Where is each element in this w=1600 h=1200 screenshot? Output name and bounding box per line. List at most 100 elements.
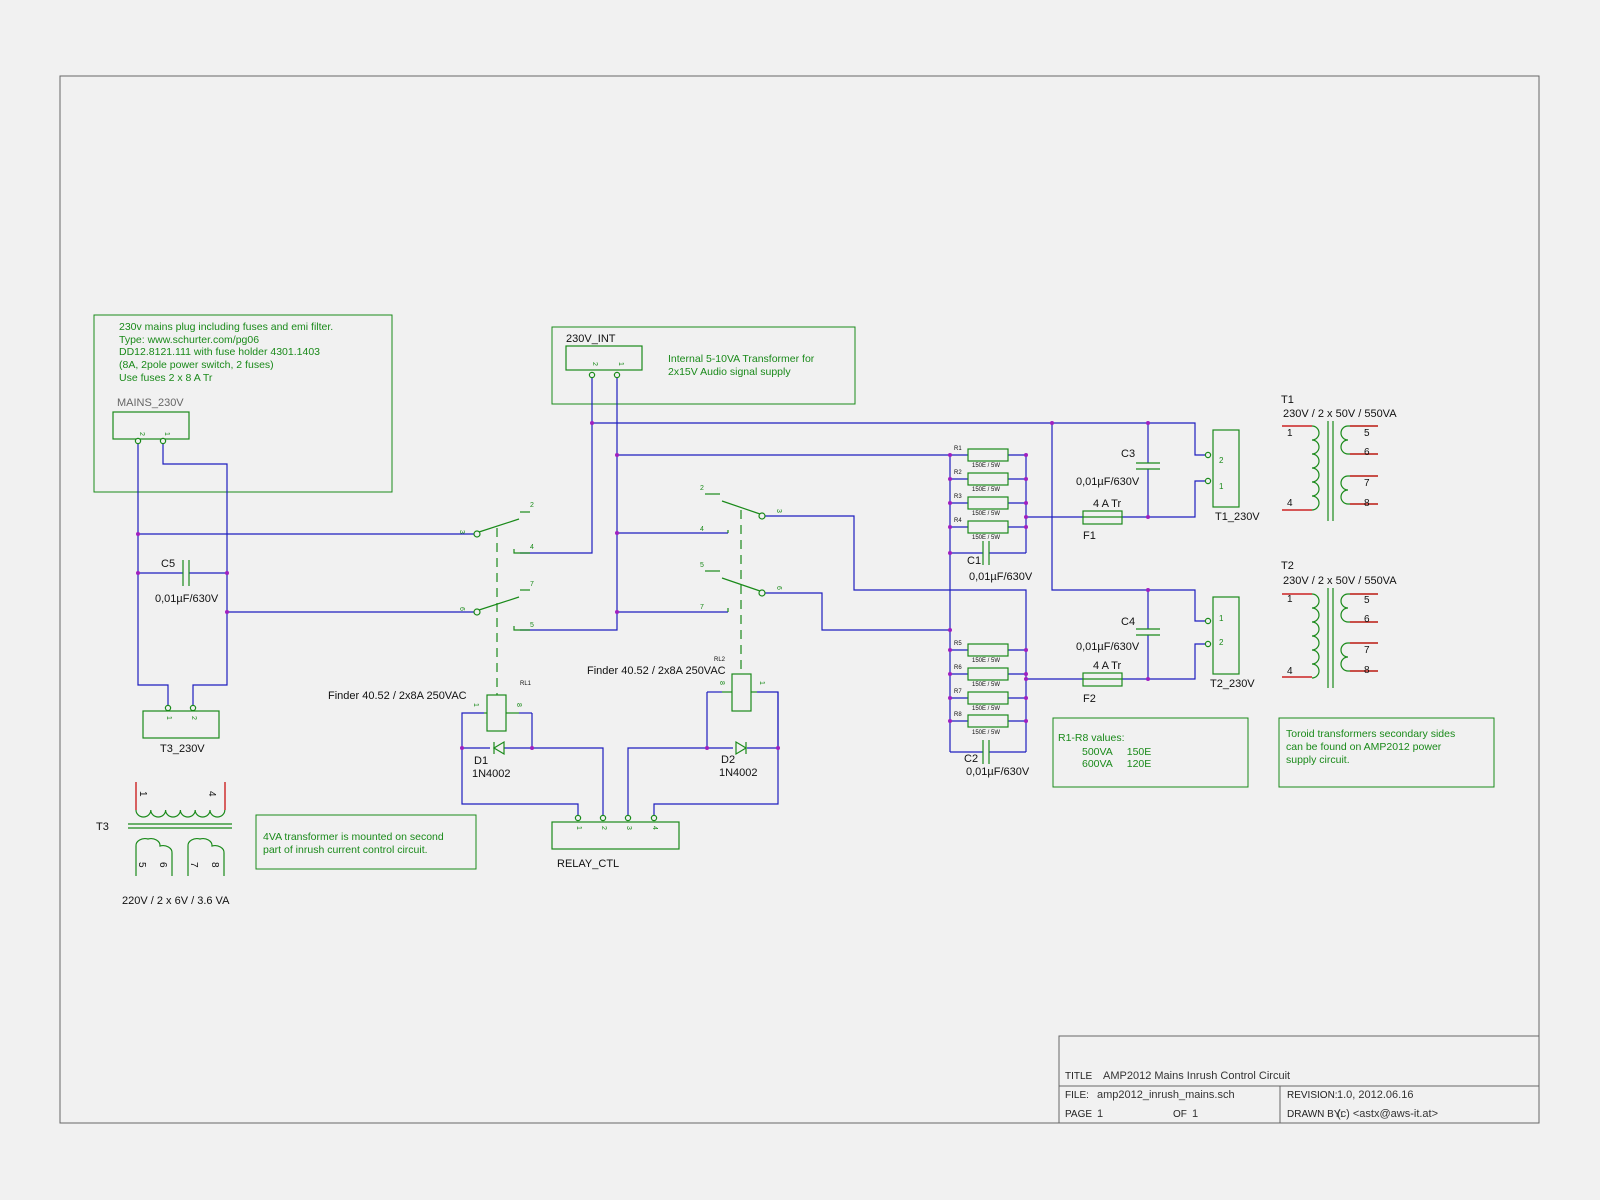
resistor-bank-1: R1 R2 R3 R4 150E / 5W 150E / 5W 150E / 5… — [954, 446, 1033, 583]
transformer-t1: T1 230V / 2 x 50V / 550VA 1 4 5 6 7 8 — [1281, 394, 1397, 521]
r-values-note: R1-R8 values: 500VA 150E 600VA 120E — [1052, 717, 1249, 788]
mains-connector-label: MAINS_230V — [117, 397, 184, 409]
diode-d2: D2 1N4002 — [719, 740, 758, 779]
resistor-r5 — [967, 643, 1009, 657]
c2-value: 0,01µF/630V — [966, 766, 1030, 778]
r8-value: 150E / 5W — [972, 730, 1000, 736]
t1-pin: 6 — [1364, 447, 1370, 458]
of-value: 1 — [1192, 1108, 1198, 1120]
toroid-note: Toroid transformers secondary sides can … — [1278, 717, 1495, 788]
rl1-desc: Finder 40.52 / 2x8A 250VAC — [328, 690, 467, 702]
t2-pin: 4 — [1287, 666, 1293, 677]
t2-conn-pin: 1 — [1219, 614, 1224, 623]
r3-ref: R3 — [954, 494, 962, 500]
rl2-desc: Finder 40.52 / 2x8A 250VAC — [587, 665, 726, 677]
d1-ref: D1 — [474, 755, 488, 767]
c3-ref: C3 — [1121, 448, 1135, 460]
junctions — [136, 421, 1150, 750]
t3-ref: T3 — [96, 821, 109, 833]
r-values-line: 600VA 120E — [1082, 758, 1151, 770]
c4-value: 0,01µF/630V — [1076, 641, 1140, 653]
rl2-pin: 2 — [700, 485, 704, 492]
rl1-pin: 7 — [530, 581, 534, 588]
capacitor-c3: C3 0,01µF/630V — [1076, 448, 1160, 488]
relay-ctl-pin: 3 — [625, 826, 632, 830]
resistor-r1 — [967, 448, 1009, 462]
file-value: amp2012_inrush_mains.sch — [1097, 1089, 1235, 1101]
t3-note: 4VA transformer is mounted on second par… — [255, 814, 477, 870]
t1-rating: 230V / 2 x 50V / 550VA — [1283, 408, 1397, 420]
int-note-box — [551, 326, 856, 405]
f2-ref: F2 — [1083, 693, 1096, 705]
relay-ctl-pin: 2 — [600, 826, 607, 830]
c5-ref: C5 — [161, 558, 175, 570]
rl2-pin: 6 — [775, 586, 782, 590]
resistor-bank-2: R5 R6 R7 R8 150E / 5W 150E / 5W 150E / 5… — [954, 641, 1030, 778]
rl2-coil-pin: 8 — [718, 681, 725, 685]
c1-ref: C1 — [967, 555, 981, 567]
int-connector-label: 230V_INT — [566, 333, 616, 345]
t1-ref: T1 — [1281, 394, 1294, 406]
rl1-pin: 2 — [530, 502, 534, 509]
r4-ref: R4 — [954, 518, 962, 524]
t2-connector: 1 2 T2_230V — [1210, 596, 1255, 690]
title-label: TITLE — [1065, 1071, 1093, 1082]
t2-rating: 230V / 2 x 50V / 550VA — [1283, 575, 1397, 587]
diode-d1: D1 1N4002 — [472, 740, 511, 780]
title-value: AMP2012 Mains Inrush Control Circuit — [1103, 1070, 1290, 1082]
file-label: FILE: — [1065, 1090, 1089, 1101]
resistor-r6 — [967, 667, 1009, 681]
relay-rl1: 3 2 4 6 7 5 1 8 RL1 Finder 40.52 / 2x8A … — [328, 502, 534, 732]
resistor-r8 — [967, 714, 1009, 728]
mains-note-line: 230v mains plug including fuses and emi … — [119, 321, 333, 333]
mains-note-box — [93, 314, 393, 493]
wires — [137, 375, 1208, 818]
drawn-label: DRAWN BY: — [1287, 1109, 1343, 1120]
t1-conn-pin: 1 — [1219, 482, 1224, 491]
t2-pin: 1 — [1287, 594, 1293, 605]
rl2-coil-pin: 1 — [758, 681, 765, 685]
rl1-coil-pin: 1 — [472, 703, 479, 707]
rl2-pin: 7 — [700, 604, 704, 611]
r1-ref: R1 — [954, 446, 962, 452]
int-connector — [565, 345, 643, 371]
t1-conn-ref: T1_230V — [1215, 511, 1260, 523]
toroid-note-line: supply circuit. — [1286, 754, 1350, 766]
r2-value: 150E / 5W — [972, 487, 1000, 493]
int-note-line: Internal 5-10VA Transformer for — [668, 353, 815, 365]
rl1-pin: 5 — [530, 622, 534, 629]
f2-value: 4 A Tr — [1093, 660, 1121, 672]
resistor-r2 — [967, 472, 1009, 486]
f1-value: 4 A Tr — [1093, 498, 1121, 510]
d2-ref: D2 — [721, 754, 735, 766]
t3-conn-ref: T3_230V — [160, 743, 205, 755]
t1-conn-pin: 2 — [1219, 456, 1224, 465]
mains-note-line: (8A, 2pole power switch, 2 fuses) — [119, 359, 274, 371]
fuse-f2: 4 A Tr F2 — [1082, 660, 1123, 705]
int-note-line: 2x15V Audio signal supply — [668, 366, 791, 378]
relay-ctl-pin: 1 — [575, 826, 582, 830]
r5-ref: R5 — [954, 641, 962, 647]
t1-pin: 8 — [1364, 498, 1370, 509]
t2-conn-ref: T2_230V — [1210, 678, 1255, 690]
pin-rings — [134, 371, 1212, 822]
t3-pin: 7 — [188, 862, 199, 868]
r8-ref: R8 — [954, 712, 962, 718]
revision-label: REVISION: — [1287, 1090, 1338, 1101]
d1-value: 1N4002 — [472, 768, 511, 780]
resistor-r7 — [967, 691, 1009, 705]
r2-ref: R2 — [954, 470, 962, 476]
int-note: 230V_INT 2 1 Internal 5-10VA Transformer… — [551, 326, 856, 405]
sheet-frame — [59, 75, 1540, 1124]
c5-value: 0,01µF/630V — [155, 593, 219, 605]
r-values-line: R1-R8 values: — [1058, 732, 1125, 744]
drawn-value: (c) <astx@aws-it.at> — [1337, 1108, 1438, 1120]
r-values-line: 500VA 150E — [1082, 746, 1151, 758]
t3-rating: 220V / 2 x 6V / 3.6 VA — [122, 895, 230, 907]
revision-value: 1.0, 2012.06.16 — [1337, 1089, 1413, 1101]
c2-ref: C2 — [964, 753, 978, 765]
capacitor-c4: C4 0,01µF/630V — [1076, 616, 1160, 653]
t3-pin: 4 — [206, 791, 217, 797]
t2-conn-pin: 2 — [1219, 638, 1224, 647]
